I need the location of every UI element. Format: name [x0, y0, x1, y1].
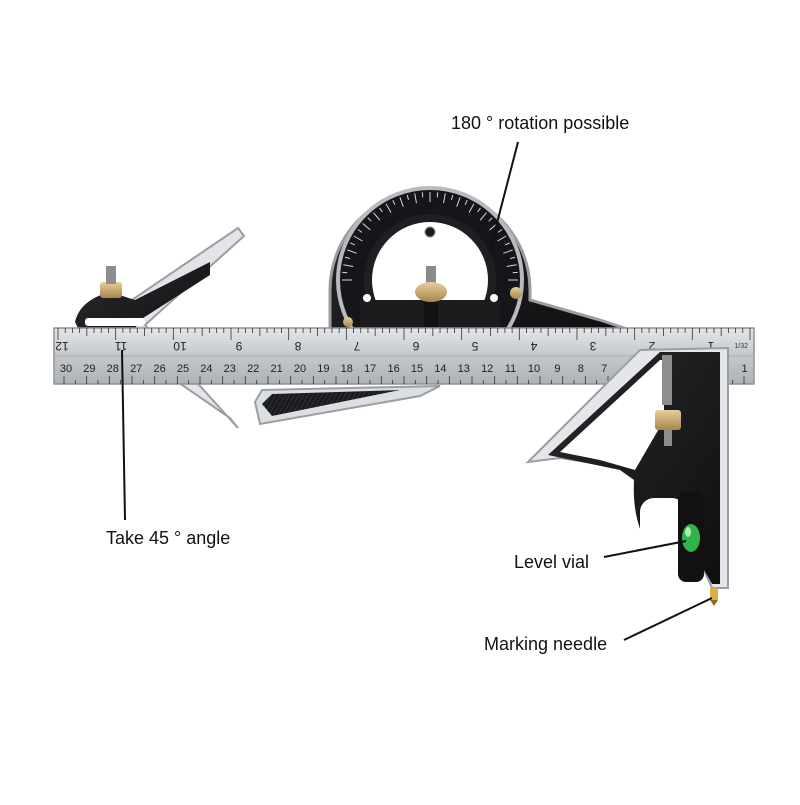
level-vial — [682, 524, 700, 552]
inch-label: 12 — [55, 339, 69, 353]
cm-label: 7 — [601, 363, 607, 375]
cm-label: 17 — [364, 363, 376, 375]
inch-label: 6 — [412, 339, 419, 353]
cm-label: 9 — [554, 363, 560, 375]
inch-label: 4 — [530, 339, 537, 353]
cm-label: 26 — [153, 363, 165, 375]
callout-marking-needle: Marking needle — [484, 634, 607, 655]
cm-label: 8 — [578, 363, 584, 375]
cm-label: 27 — [130, 363, 142, 375]
cm-label: 14 — [434, 363, 446, 375]
cm-label: 22 — [247, 363, 259, 375]
cm-label: 19 — [317, 363, 329, 375]
cm-label: 13 — [458, 363, 470, 375]
center-head-thumb-nut — [100, 282, 122, 298]
inch-label: 11 — [114, 339, 127, 353]
cm-label: 29 — [83, 363, 95, 375]
cm-label: 23 — [224, 363, 236, 375]
cm-label: 15 — [411, 363, 423, 375]
callout-rotation: 180 ° rotation possible — [451, 113, 629, 134]
inch-label: 3 — [589, 339, 596, 353]
center-head-slot — [85, 318, 145, 326]
square-head-thumb-nut — [655, 410, 681, 430]
lock-screw — [510, 287, 522, 299]
cm-label: 1 — [742, 363, 748, 375]
inch-label: 8 — [294, 339, 301, 353]
fraction-label: 1/32 — [734, 343, 748, 350]
cm-label: 30 — [60, 363, 72, 375]
cm-label: 12 — [481, 363, 493, 375]
inch-label: 5 — [471, 339, 478, 353]
inch-label: 7 — [353, 339, 360, 353]
cm-label: 16 — [387, 363, 399, 375]
cm-label: 28 — [107, 363, 119, 375]
cm-label: 18 — [341, 363, 353, 375]
protractor-thumb-nut — [415, 282, 447, 302]
callout-level-vial: Level vial — [514, 552, 589, 573]
inch-label: 9 — [235, 339, 242, 353]
cm-label: 21 — [270, 363, 282, 375]
cm-label: 20 — [294, 363, 306, 375]
cm-label: 24 — [200, 363, 212, 375]
cm-label: 10 — [528, 363, 540, 375]
callout-line-needle — [624, 598, 712, 640]
cm-label: 11 — [505, 363, 516, 375]
callout-angle: Take 45 ° angle — [106, 528, 230, 549]
protractor-blade — [255, 386, 440, 424]
inch-label: 10 — [173, 339, 187, 353]
cm-label: 25 — [177, 363, 189, 375]
